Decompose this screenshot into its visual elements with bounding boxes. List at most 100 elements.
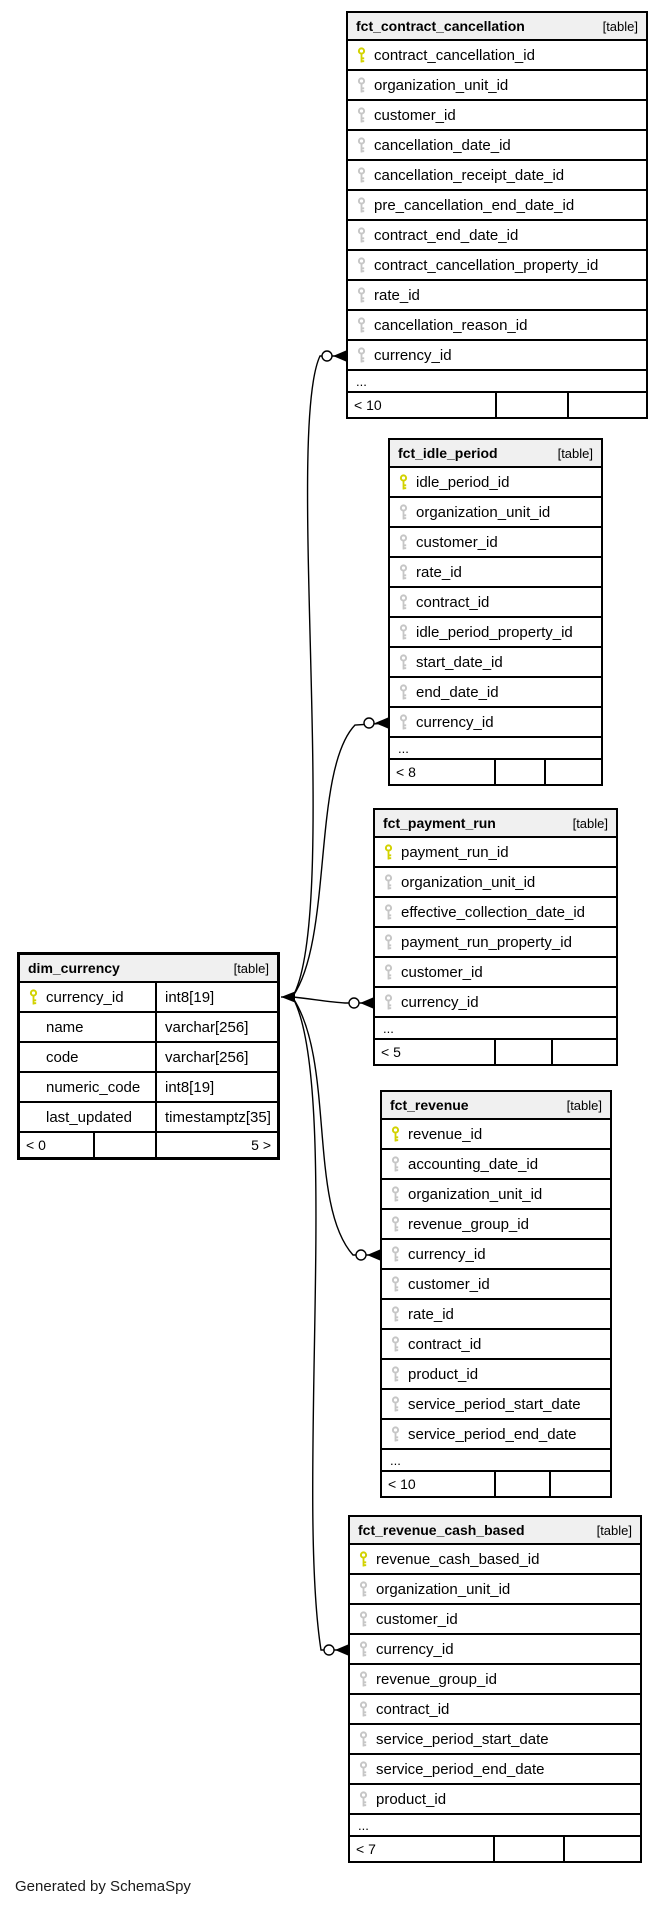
foreign-key-icon bbox=[399, 533, 408, 549]
column-name: contract_end_date_id bbox=[374, 226, 519, 244]
column-row-idle_period_property_id: idle_period_property_id bbox=[390, 618, 601, 648]
primary-key-icon bbox=[384, 843, 393, 859]
key-icon-slot bbox=[358, 1580, 376, 1598]
column-row-currency_id: currency_id bbox=[350, 1635, 640, 1665]
column-name: cancellation_receipt_date_id bbox=[374, 166, 565, 184]
foreign-key-icon bbox=[391, 1245, 400, 1261]
key-icon-slot bbox=[356, 256, 374, 274]
crow-foot-icon bbox=[367, 1249, 380, 1261]
column-name: organization_unit_id bbox=[374, 76, 509, 94]
table-header: dim_currency[table] bbox=[20, 955, 277, 983]
primary-key-icon bbox=[399, 473, 408, 489]
column-name: rate_id bbox=[408, 1305, 454, 1323]
footer-relations-count: < 8 bbox=[390, 760, 496, 784]
foreign-key-icon bbox=[357, 286, 366, 302]
column-row-service_period_start_date: service_period_start_date bbox=[350, 1725, 640, 1755]
primary-key-icon bbox=[359, 1550, 368, 1566]
foreign-key-icon bbox=[359, 1640, 368, 1656]
foreign-key-icon bbox=[384, 903, 393, 919]
more-columns-row: ... bbox=[348, 371, 646, 393]
table-header: fct_revenue[table] bbox=[382, 1092, 610, 1120]
table-footer: < 10 bbox=[348, 393, 646, 417]
edge-currency-to-idle-period bbox=[292, 722, 389, 997]
foreign-key-icon bbox=[391, 1185, 400, 1201]
column-row-organization_unit_id: organization_unit_id bbox=[375, 868, 616, 898]
key-icon-slot bbox=[398, 683, 416, 701]
one-end-arrow-icon bbox=[281, 991, 295, 1003]
foreign-key-icon bbox=[399, 593, 408, 609]
column-name: rate_id bbox=[416, 563, 462, 581]
key-icon-slot bbox=[390, 1155, 408, 1173]
column-name: product_id bbox=[376, 1790, 447, 1808]
column-name: service_period_start_date bbox=[376, 1730, 549, 1748]
table-title: fct_idle_period bbox=[398, 445, 498, 461]
key-icon-slot bbox=[390, 1365, 408, 1383]
column-name: currency_id bbox=[416, 713, 494, 731]
table-fct_contract_cancellation[interactable]: fct_contract_cancellation[table]contract… bbox=[346, 11, 648, 419]
footer-parents-count: 5 > bbox=[251, 1137, 271, 1153]
column-row-product_id: product_id bbox=[350, 1785, 640, 1815]
column-row-pre_cancellation_end_date_id: pre_cancellation_end_date_id bbox=[348, 191, 646, 221]
edge-currency-to-revenue bbox=[292, 997, 380, 1256]
foreign-key-icon bbox=[384, 873, 393, 889]
column-row-contract_id: contract_id bbox=[382, 1330, 610, 1360]
key-icon-slot bbox=[398, 503, 416, 521]
column-name: customer_id bbox=[408, 1275, 490, 1293]
column-row-customer_id: customer_id bbox=[375, 958, 616, 988]
foreign-key-icon bbox=[357, 106, 366, 122]
column-name: end_date_id bbox=[416, 683, 499, 701]
key-icon-slot bbox=[356, 226, 374, 244]
foreign-key-icon bbox=[359, 1730, 368, 1746]
key-icon-slot bbox=[356, 166, 374, 184]
zero-many-circle-icon bbox=[363, 717, 375, 729]
foreign-key-icon bbox=[391, 1425, 400, 1441]
key-icon-slot bbox=[383, 903, 401, 921]
key-icon-slot bbox=[398, 563, 416, 581]
foreign-key-icon bbox=[359, 1700, 368, 1716]
column-row-organization_unit_id: organization_unit_id bbox=[390, 498, 601, 528]
column-name: code bbox=[46, 1048, 79, 1066]
key-icon-slot bbox=[356, 286, 374, 304]
column-name: cancellation_date_id bbox=[374, 136, 511, 154]
footer-parents-count bbox=[551, 1472, 610, 1496]
column-name: currency_id bbox=[408, 1245, 486, 1263]
column-row-organization_unit_id: organization_unit_id bbox=[350, 1575, 640, 1605]
column-name: service_period_end_date bbox=[408, 1425, 577, 1443]
key-icon-slot bbox=[398, 473, 416, 491]
foreign-key-icon bbox=[357, 196, 366, 212]
foreign-key-icon bbox=[359, 1670, 368, 1686]
foreign-key-icon bbox=[399, 503, 408, 519]
key-icon-slot bbox=[383, 963, 401, 981]
foreign-key-icon bbox=[357, 316, 366, 332]
foreign-key-icon bbox=[359, 1790, 368, 1806]
column-name: revenue_group_id bbox=[408, 1215, 529, 1233]
key-icon-slot bbox=[356, 316, 374, 334]
column-row-organization_unit_id: organization_unit_id bbox=[348, 71, 646, 101]
column-name: service_period_start_date bbox=[408, 1395, 581, 1413]
table-fct_revenue_cash_based[interactable]: fct_revenue_cash_based[table]revenue_cas… bbox=[348, 1515, 642, 1863]
column-name: contract_id bbox=[416, 593, 490, 611]
foreign-key-icon bbox=[391, 1305, 400, 1321]
footer-mid-cell bbox=[95, 1133, 157, 1157]
column-row-organization_unit_id: organization_unit_id bbox=[382, 1180, 610, 1210]
column-row-start_date_id: start_date_id bbox=[390, 648, 601, 678]
table-title: fct_revenue_cash_based bbox=[358, 1522, 525, 1538]
key-icon-slot bbox=[390, 1125, 408, 1143]
foreign-key-icon bbox=[399, 713, 408, 729]
column-name: revenue_id bbox=[408, 1125, 483, 1143]
column-row-revenue_id: revenue_id bbox=[382, 1120, 610, 1150]
key-icon-slot bbox=[28, 988, 46, 1006]
column-name: revenue_cash_based_id bbox=[376, 1550, 540, 1568]
crow-foot-icon bbox=[360, 997, 373, 1009]
key-icon-slot bbox=[358, 1730, 376, 1748]
key-icon-slot bbox=[390, 1305, 408, 1323]
key-icon-slot bbox=[398, 713, 416, 731]
column-row-customer_id: customer_id bbox=[350, 1605, 640, 1635]
